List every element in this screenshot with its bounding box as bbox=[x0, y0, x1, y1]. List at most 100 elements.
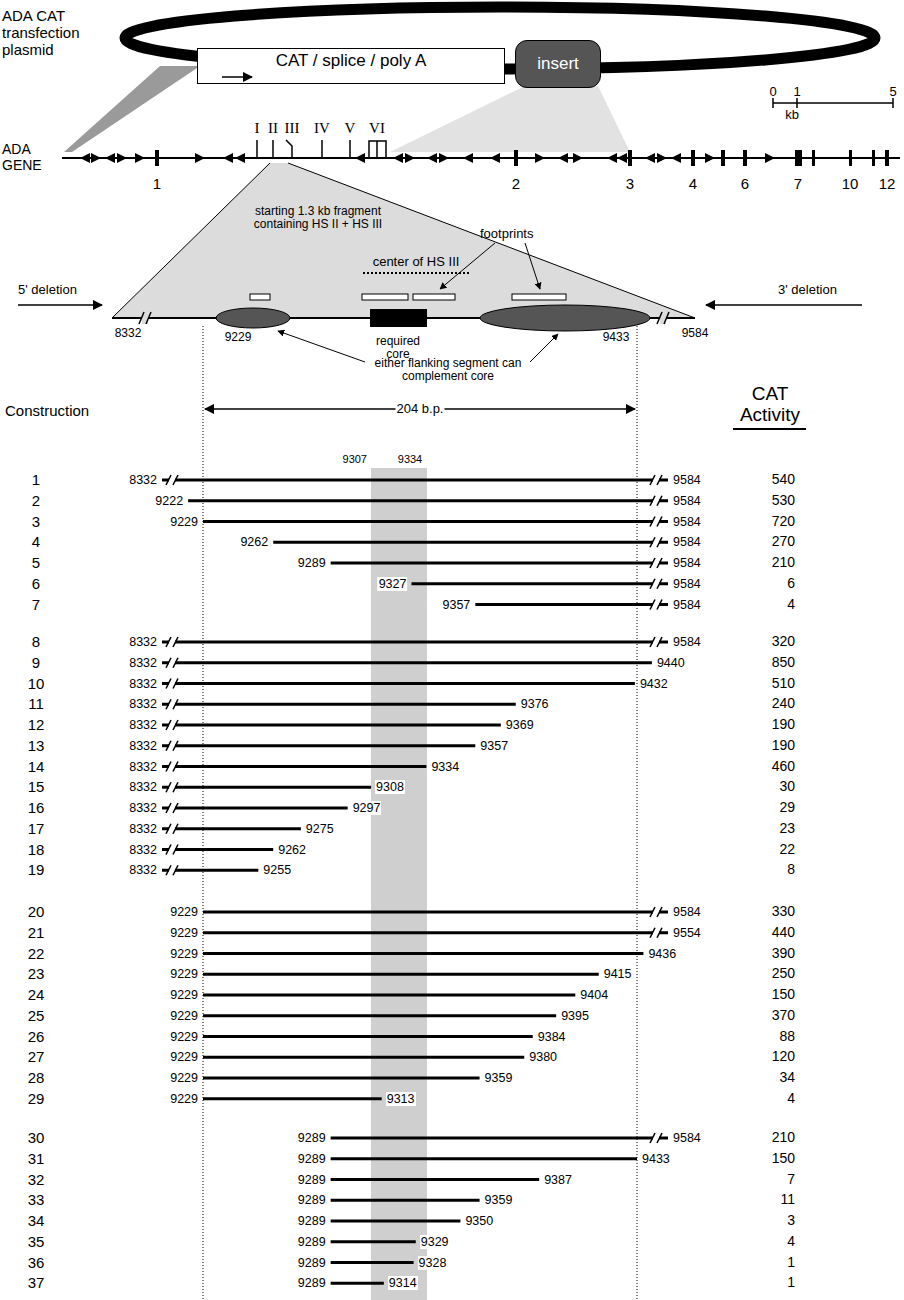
figure-stroke bbox=[657, 312, 662, 324]
diagram-label: 1 bbox=[153, 176, 161, 193]
diagram-label: 5' deletion bbox=[18, 283, 77, 298]
cat-activity: 390 bbox=[772, 946, 795, 962]
figure-stroke bbox=[671, 153, 681, 163]
cat-activity: 250 bbox=[772, 966, 795, 982]
figure-stroke bbox=[166, 679, 171, 689]
diagram-label: 12 bbox=[879, 176, 896, 193]
figure-stroke bbox=[91, 153, 101, 163]
flanking-segment bbox=[216, 308, 290, 328]
start-coordinate: 9229 bbox=[169, 1050, 199, 1064]
cat-activity: 190 bbox=[772, 717, 795, 733]
construction-line bbox=[203, 1035, 533, 1038]
construction-number: 37 bbox=[28, 1275, 45, 1292]
start-coordinate: 9289 bbox=[297, 1193, 327, 1207]
end-coordinate: 9395 bbox=[560, 1009, 590, 1023]
figure-stroke bbox=[166, 865, 171, 875]
cat-activity: 190 bbox=[772, 738, 795, 754]
figure-stroke bbox=[173, 824, 178, 834]
break-mark bbox=[166, 679, 178, 689]
start-coordinate: 9289 bbox=[297, 1131, 327, 1145]
diagram-label: 3' deletion bbox=[778, 283, 837, 298]
cat-activity: 370 bbox=[772, 1008, 795, 1024]
figure-stroke bbox=[349, 140, 351, 158]
diagram-label: 9229 bbox=[225, 331, 252, 344]
cat-activity: 510 bbox=[772, 676, 795, 692]
construction-number: 8 bbox=[32, 634, 40, 651]
start-coordinate: 9262 bbox=[239, 535, 269, 549]
break-mark bbox=[650, 637, 662, 647]
cat-activity: 120 bbox=[772, 1049, 795, 1065]
break-mark bbox=[166, 803, 178, 813]
figure-stroke bbox=[691, 150, 695, 166]
figure-stroke bbox=[80, 153, 90, 163]
end-coordinate: 9436 bbox=[647, 947, 677, 961]
diagram-label: 10 bbox=[842, 176, 859, 193]
construction-number: 14 bbox=[28, 758, 45, 775]
figure-stroke bbox=[514, 150, 518, 166]
construction-number: 7 bbox=[32, 596, 40, 613]
figure-stroke bbox=[173, 782, 178, 792]
construction-number: 26 bbox=[28, 1028, 45, 1045]
figure-stroke bbox=[223, 153, 233, 163]
diagram-label: VI bbox=[369, 120, 385, 137]
figure-stroke bbox=[105, 153, 115, 163]
diagram-label: footprints bbox=[480, 227, 533, 242]
figure-stroke bbox=[256, 140, 258, 158]
figure-stroke bbox=[573, 153, 583, 163]
figure-stroke bbox=[885, 150, 889, 166]
figure-stroke bbox=[195, 153, 205, 163]
construction-line bbox=[203, 1014, 556, 1017]
start-coordinate: 9229 bbox=[169, 947, 199, 961]
cat-activity: 3 bbox=[787, 1213, 795, 1229]
cat-activity: 540 bbox=[772, 472, 795, 488]
construction-number: 20 bbox=[28, 904, 45, 921]
end-coordinate: 9329 bbox=[420, 1235, 450, 1249]
figure-stroke bbox=[796, 98, 798, 108]
cat-activity: 210 bbox=[772, 1130, 795, 1146]
figure-stroke bbox=[166, 845, 171, 855]
construction-number: 35 bbox=[28, 1233, 45, 1250]
cat-activity: 850 bbox=[772, 655, 795, 671]
end-coordinate: 9584 bbox=[672, 494, 702, 508]
construction-line bbox=[203, 520, 668, 523]
figure-stroke bbox=[321, 140, 323, 158]
end-coordinate: 9357 bbox=[479, 739, 509, 753]
cat-activity: 270 bbox=[772, 534, 795, 550]
start-coordinate: 9229 bbox=[169, 905, 199, 919]
construction-number: 21 bbox=[28, 924, 45, 941]
start-coordinate: 9289 bbox=[297, 1235, 327, 1249]
construction-number: 9 bbox=[32, 654, 40, 671]
figure-stroke bbox=[166, 782, 171, 792]
cat-box-ground bbox=[197, 48, 505, 84]
figure-stroke bbox=[664, 312, 669, 324]
start-coordinate: 9229 bbox=[169, 515, 199, 529]
exons bbox=[155, 150, 889, 166]
break-mark bbox=[650, 907, 662, 917]
cat-activity: 150 bbox=[772, 1151, 795, 1167]
start-coordinate: 8332 bbox=[128, 822, 158, 836]
figure-stroke bbox=[607, 153, 617, 163]
construction-number: 2 bbox=[32, 492, 40, 509]
end-coordinate: 9433 bbox=[641, 1152, 671, 1166]
diagram-label: 9433 bbox=[603, 331, 630, 344]
construction-number: 13 bbox=[28, 737, 45, 754]
figure-stroke bbox=[657, 475, 662, 485]
break-mark bbox=[166, 865, 178, 875]
deletion-arrow bbox=[18, 304, 102, 306]
end-coordinate: 9262 bbox=[277, 843, 307, 857]
break-mark bbox=[166, 782, 178, 792]
diagram-label: ADA GENE bbox=[2, 142, 57, 173]
break-mark bbox=[166, 845, 178, 855]
construction-number: 3 bbox=[32, 513, 40, 530]
break-mark bbox=[166, 824, 178, 834]
construction-number: 4 bbox=[32, 534, 40, 551]
figure-stroke bbox=[166, 720, 171, 730]
figure-stroke bbox=[872, 150, 875, 166]
figure-stroke bbox=[743, 150, 747, 166]
start-coordinate: 9222 bbox=[154, 494, 184, 508]
end-coordinate: 9584 bbox=[672, 515, 702, 529]
construction-number: 31 bbox=[28, 1150, 45, 1167]
start-coordinate: 8332 bbox=[128, 863, 158, 877]
figure-stroke bbox=[173, 699, 178, 709]
